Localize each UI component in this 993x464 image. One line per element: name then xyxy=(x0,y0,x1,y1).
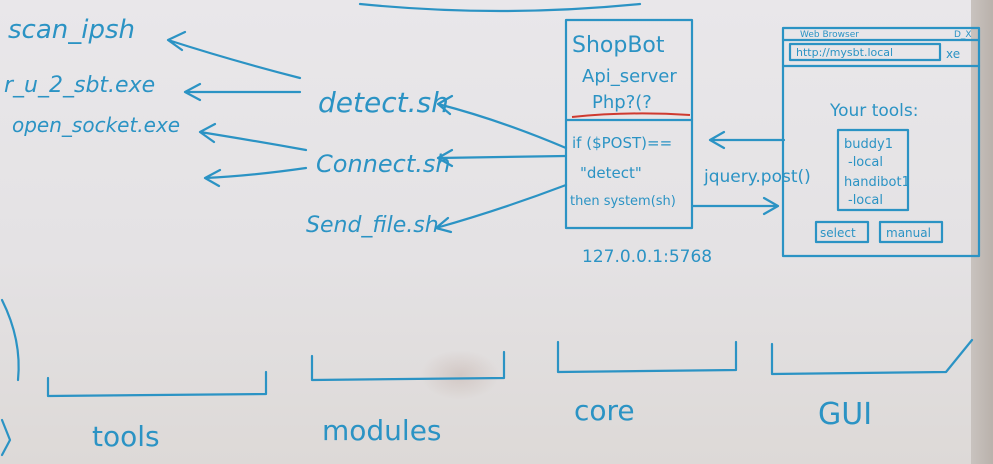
module-connect: Connect.sh xyxy=(316,150,451,178)
gui-url: http://mysbt.local xyxy=(796,46,893,59)
gui-tool-1: buddy1 xyxy=(844,137,893,152)
gui-url-suffix: xe xyxy=(946,47,960,61)
arrow-connect-to-socket-2 xyxy=(203,166,308,188)
arrow-gui-to-core xyxy=(708,130,786,150)
left-edge-stroke-2 xyxy=(0,418,12,457)
arrow-connect-to-socket-1 xyxy=(198,122,308,152)
core-title: ShopBot xyxy=(572,33,665,58)
gui-tool-3: handibot1 xyxy=(844,175,910,190)
gui-tools-list xyxy=(836,128,910,212)
bracket-core xyxy=(556,340,738,374)
gui-window-title: Web Browser xyxy=(800,30,859,40)
core-code-1: if ($POST)== xyxy=(572,134,672,152)
gui-manual-label: manual xyxy=(886,226,931,240)
gui-window xyxy=(781,26,981,258)
arrow-core-to-send xyxy=(434,183,568,234)
core-code-2: "detect" xyxy=(580,164,642,182)
label-tools: tools xyxy=(92,420,160,453)
module-send-file: Send_file.sh xyxy=(306,213,439,238)
gui-tool-2: -local xyxy=(848,155,883,170)
core-address: 127.0.0.1:5768 xyxy=(582,247,712,267)
gui-url-bar xyxy=(788,42,942,62)
gui-window-controls: D_X xyxy=(954,30,972,40)
label-core: core xyxy=(574,394,635,427)
bracket-modules xyxy=(310,350,506,382)
gui-tool-4: -local xyxy=(848,193,883,208)
tool-r-u-2-sbt: r_u_2_sbt.exe xyxy=(4,73,155,98)
gui-select-label: select xyxy=(820,226,856,240)
gui-select-button xyxy=(814,220,870,244)
arrow-detect-to-rusbt xyxy=(183,82,302,102)
arrow-detect-to-scan xyxy=(166,30,302,80)
bracket-gui xyxy=(770,338,974,376)
tool-open-socket: open_socket.exe xyxy=(12,113,180,137)
arrow-core-to-connect xyxy=(436,148,568,168)
tool-scan: scan_ipsh xyxy=(8,15,135,45)
connector-label: jquery.post() xyxy=(703,167,811,187)
core-file: Php?(? xyxy=(592,92,652,113)
label-gui: GUI xyxy=(818,397,872,432)
core-subtitle: Api_server xyxy=(582,66,677,87)
gui-heading: Your tools: xyxy=(829,101,918,121)
gui-manual-button xyxy=(878,220,944,244)
arrow-core-to-detect xyxy=(436,94,568,150)
board-frame xyxy=(971,0,993,464)
core-code-3: then system(sh) xyxy=(570,194,676,209)
module-detect: detect.sh xyxy=(318,86,449,119)
label-modules: modules xyxy=(322,414,442,447)
core-underline xyxy=(571,112,691,118)
core-box xyxy=(564,18,694,230)
top-curve xyxy=(358,2,642,13)
left-edge-stroke xyxy=(0,298,20,382)
arrow-core-to-gui xyxy=(690,196,780,216)
smudge xyxy=(420,350,500,400)
bracket-tools xyxy=(46,370,268,398)
